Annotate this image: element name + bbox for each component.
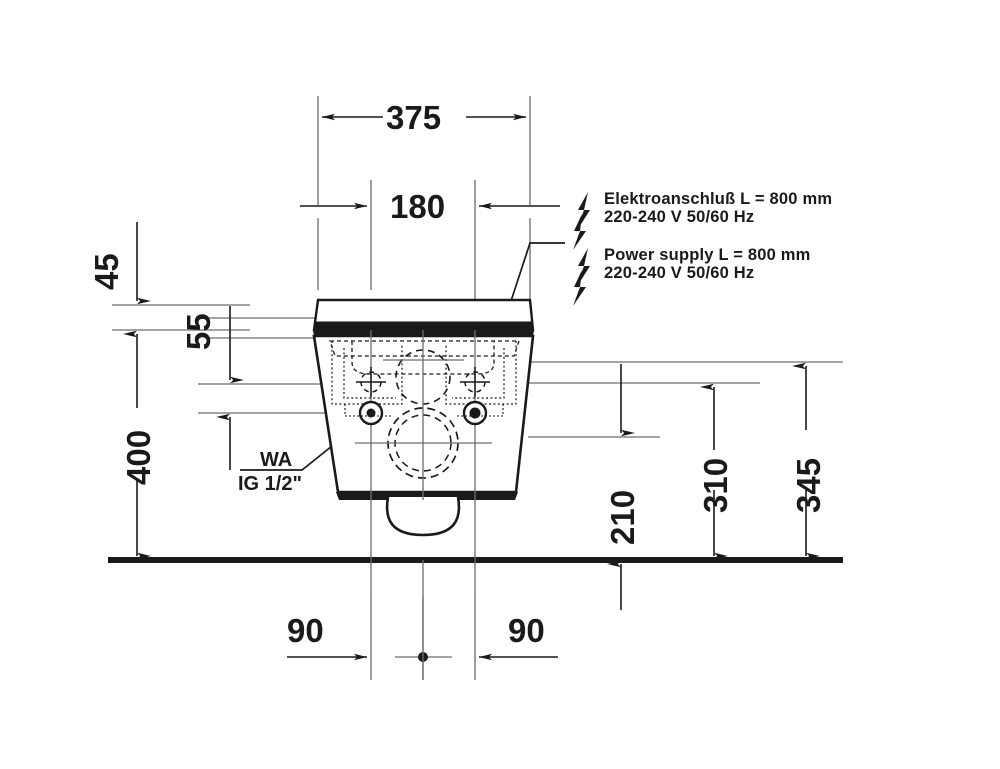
electrical-de-line2: 220-240 V 50/60 Hz bbox=[604, 208, 755, 227]
mounting-bolt-left bbox=[358, 400, 384, 426]
fixing-hole-upper-left bbox=[356, 367, 386, 397]
water-connection-line2: IG 1/2" bbox=[238, 473, 302, 495]
dimension-label-400: 400 bbox=[120, 429, 157, 485]
electrical-de-line1: Elektroanschluß L = 800 mm bbox=[604, 190, 833, 208]
electrical-annotation-de: Elektroanschluß L = 800 mm 220-240 V 50/… bbox=[604, 190, 832, 227]
dimension-label-45: 45 bbox=[88, 253, 125, 290]
dimension-label-90-left: 90 bbox=[287, 612, 324, 649]
water-connection-label: WA IG 1/2" bbox=[238, 448, 302, 496]
dimension-label-210: 210 bbox=[604, 489, 641, 545]
fixing-hole-upper-right bbox=[460, 367, 490, 397]
electrical-annotation-en: Power supply L = 800 mm 220-240 V 50/60 … bbox=[604, 246, 811, 283]
electrical-en-line1: Power supply L = 800 mm bbox=[604, 246, 811, 264]
dimension-label-180: 180 bbox=[390, 188, 446, 225]
water-connection-line1: WA bbox=[260, 449, 293, 471]
toilet-drawing bbox=[312, 298, 535, 680]
dimension-label-345: 345 bbox=[790, 457, 827, 513]
dimension-label-55: 55 bbox=[180, 313, 217, 350]
dimension-label-375: 375 bbox=[386, 99, 442, 136]
extension-lines bbox=[112, 96, 843, 680]
dimension-label-90-right: 90 bbox=[508, 612, 545, 649]
mounting-bolt-right bbox=[462, 400, 488, 426]
dimension-label-310: 310 bbox=[697, 457, 734, 513]
electrical-en-line2: 220-240 V 50/60 Hz bbox=[604, 264, 755, 283]
